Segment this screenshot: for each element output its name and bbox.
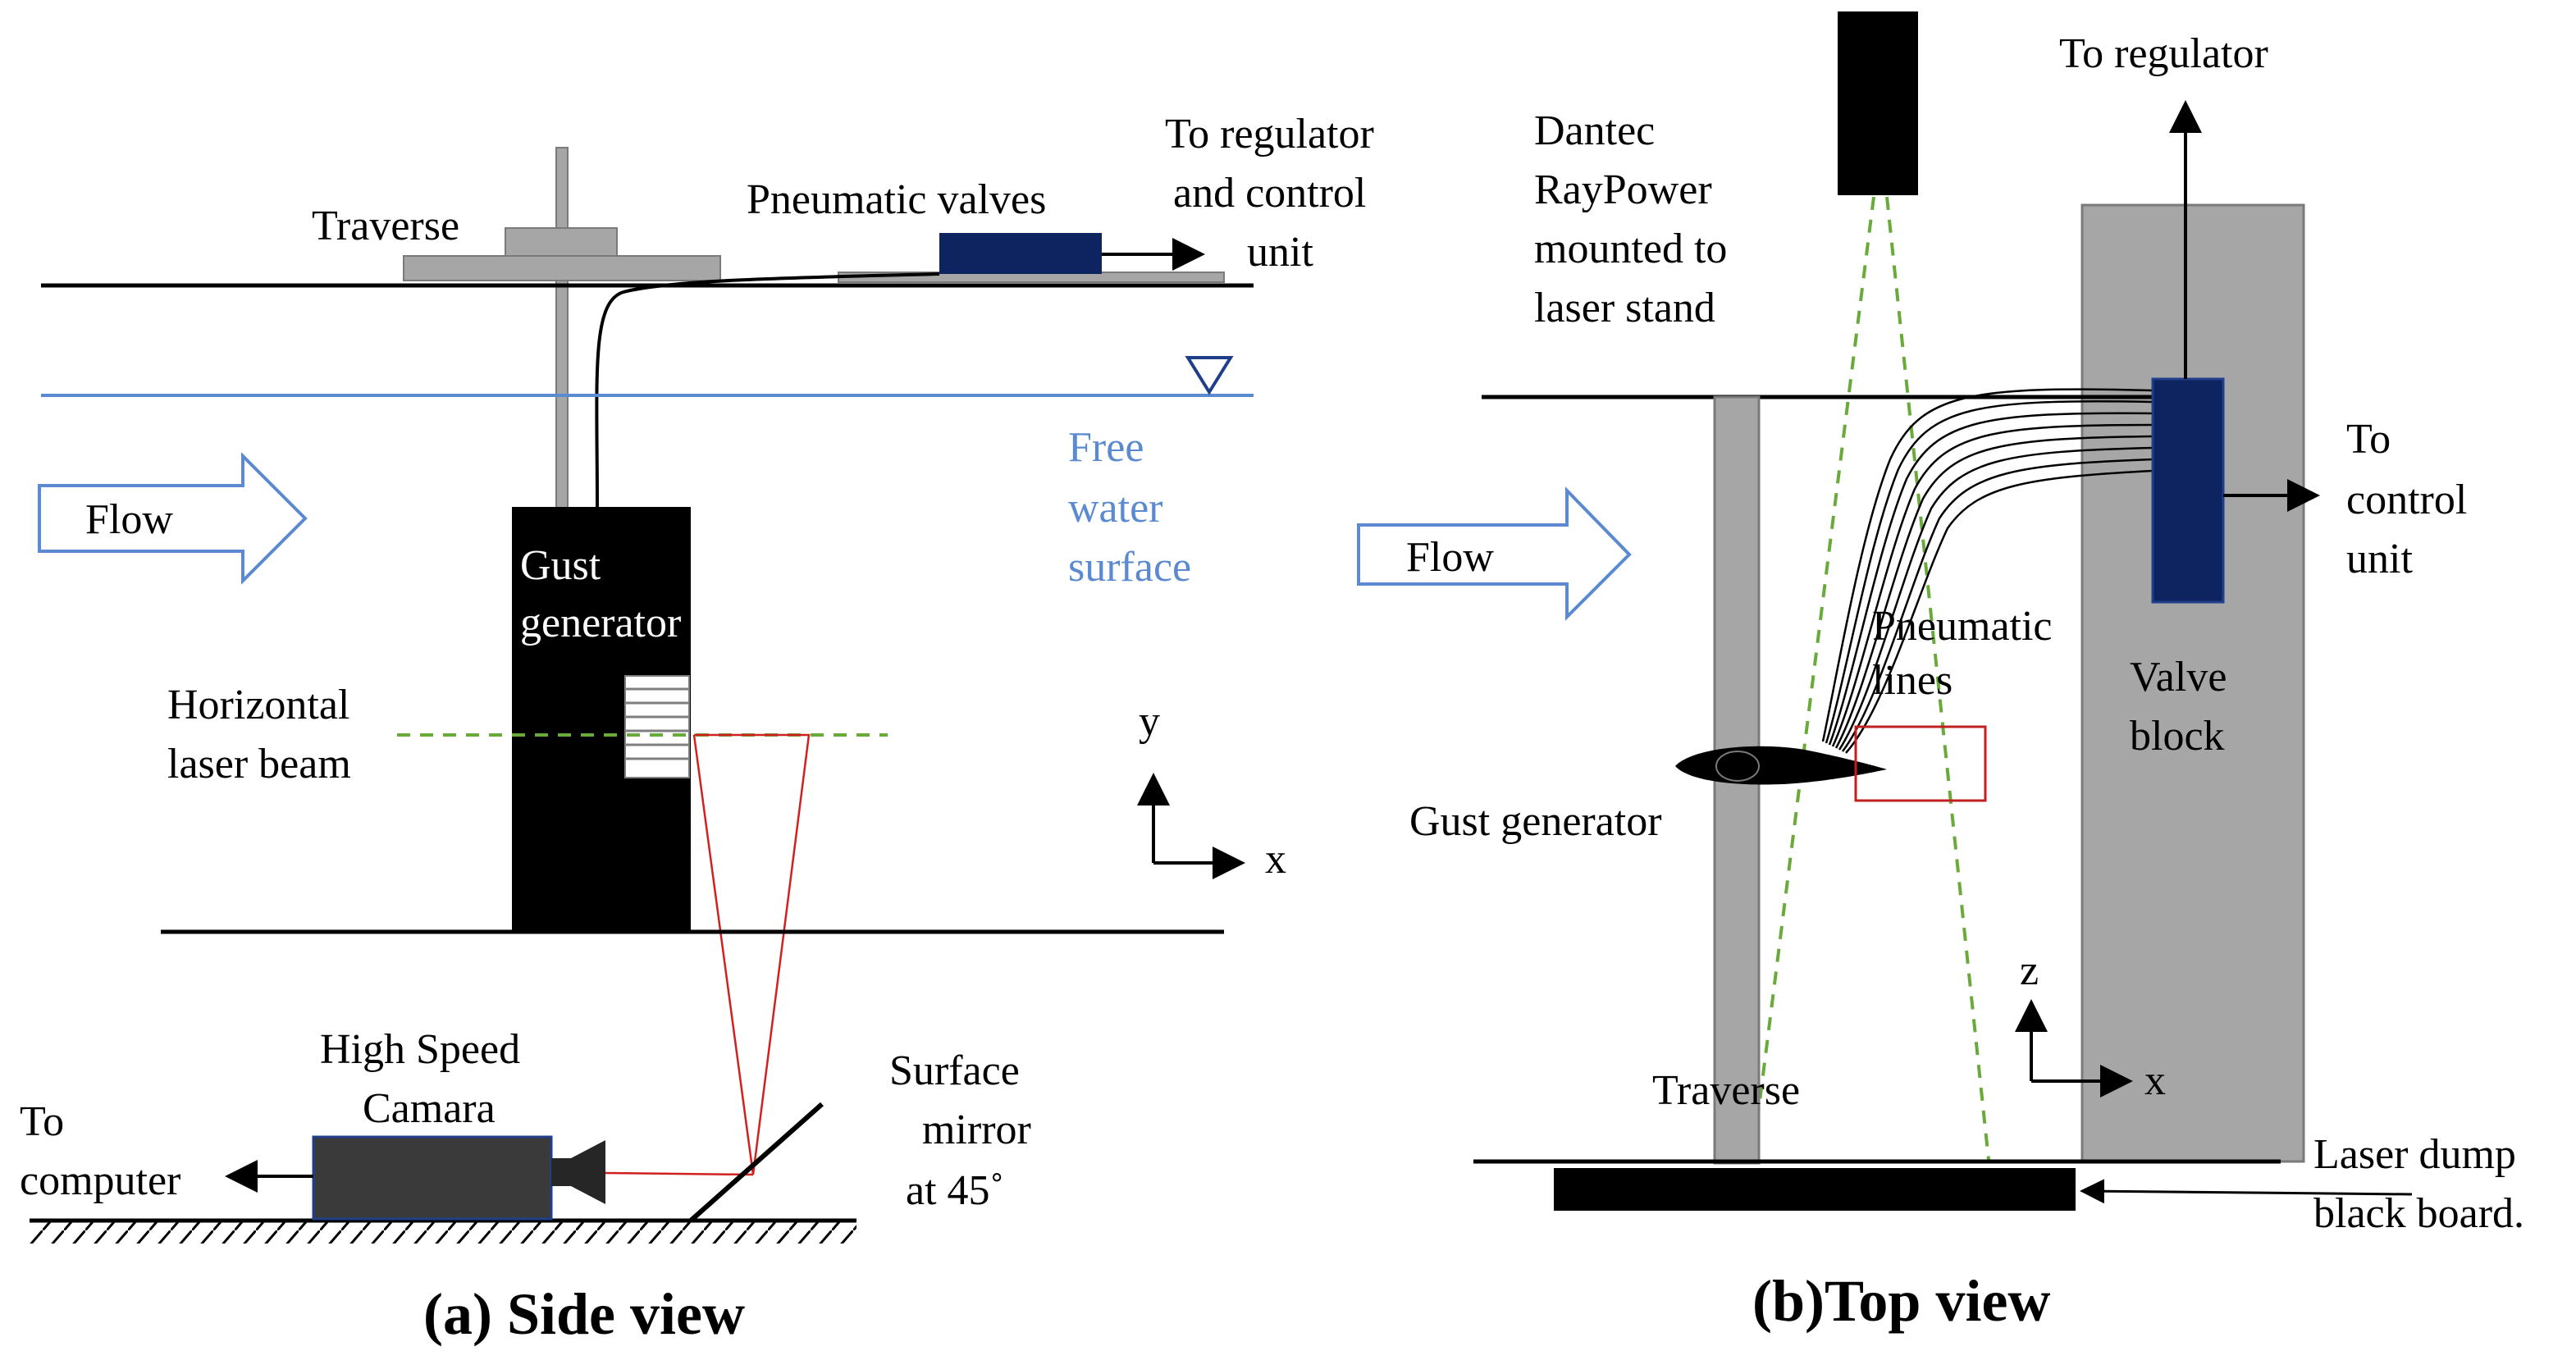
y-axis-label: y bbox=[1139, 698, 1160, 745]
camera-to-mirror-ray bbox=[603, 1171, 754, 1176]
side-view-panel: Traverse Pneumatic valves To regulator a… bbox=[20, 111, 1374, 1347]
top-view-caption: (b)Top view bbox=[1752, 1268, 2050, 1334]
dantec-laser-head bbox=[1838, 11, 1918, 195]
pneumatic-cable bbox=[595, 272, 940, 508]
measurement-window bbox=[1854, 725, 1987, 802]
floor-hatching bbox=[30, 1221, 856, 1244]
gust-generator-label-2: generator bbox=[520, 600, 681, 646]
to-computer-label-1: To bbox=[20, 1098, 64, 1145]
valve-block-support bbox=[2080, 203, 2305, 1163]
laser-dump-label-1: Laser dump bbox=[2313, 1131, 2516, 1178]
to-regulator-control-label-2: and control bbox=[1173, 170, 1366, 217]
free-water-surface-label-3: surface bbox=[1068, 544, 1191, 591]
pneumatic-valves-label: Pneumatic valves bbox=[747, 176, 1046, 223]
valve-block-label-2: block bbox=[2130, 713, 2225, 760]
surface-mirror-label-3: at 45˚ bbox=[906, 1167, 1004, 1214]
to-regulator-control-label-3: unit bbox=[1247, 229, 1313, 276]
x-axis-label-top: x bbox=[2144, 1057, 2166, 1104]
to-regulator-control-label-1: To regulator bbox=[1165, 111, 1374, 157]
horizontal-laser-beam-label-2: laser beam bbox=[167, 741, 351, 787]
flow-arrow-top bbox=[1357, 486, 1632, 621]
airfoil-pivot bbox=[1715, 751, 1760, 782]
z-axis-label: z bbox=[2020, 947, 2039, 994]
surface-mirror bbox=[689, 1102, 824, 1223]
to-control-unit-label-2: control bbox=[2346, 477, 2467, 523]
high-speed-camera-label-1: High Speed bbox=[320, 1026, 520, 1073]
top-view-panel: Dantec RayPower mounted to laser stand T… bbox=[1357, 11, 2524, 1334]
dantec-label-2: RayPower bbox=[1534, 167, 1712, 213]
to-control-unit-label-3: unit bbox=[2346, 536, 2413, 582]
dantec-label-3: mounted to bbox=[1534, 226, 1727, 272]
gust-generator-airfoil bbox=[1675, 746, 1887, 785]
laser-sheet-left-edge bbox=[1751, 196, 1875, 1161]
valve-block-label-1: Valve bbox=[2130, 654, 2227, 701]
laser-sheet-right-edge bbox=[1885, 196, 1990, 1161]
dantec-label-1: Dantec bbox=[1534, 107, 1655, 154]
camera-view-rays bbox=[692, 733, 811, 1175]
high-speed-camera-body bbox=[312, 1135, 553, 1221]
water-level-symbol bbox=[1185, 356, 1234, 395]
flow-arrow-side bbox=[38, 452, 308, 585]
flow-label-top: Flow bbox=[1406, 534, 1494, 581]
traverse-label-top: Traverse bbox=[1652, 1067, 1800, 1114]
flow-label-side: Flow bbox=[85, 496, 173, 543]
to-computer-label-2: computer bbox=[20, 1157, 180, 1204]
camera-lens bbox=[551, 1140, 605, 1204]
x-axis-label-side: x bbox=[1265, 836, 1286, 883]
gust-generator-label-top: Gust generator bbox=[1409, 798, 1662, 845]
valve-block bbox=[2151, 377, 2225, 604]
pneumatic-lines-label-1: Pneumatic bbox=[1872, 603, 2053, 650]
pneumatic-valves-box bbox=[939, 233, 1102, 274]
pneumatic-lines-label-2: lines bbox=[1872, 657, 1953, 704]
side-view-caption: (a) Side view bbox=[423, 1281, 745, 1347]
pneumatic-lines bbox=[1821, 388, 2154, 754]
to-regulator-label: To regulator bbox=[2059, 30, 2268, 77]
traverse-rod bbox=[555, 147, 569, 509]
free-water-surface-label-2: water bbox=[1068, 485, 1162, 532]
free-water-surface-label-1: Free bbox=[1068, 424, 1144, 471]
laser-dump-board bbox=[1554, 1168, 2076, 1211]
dantec-label-4: laser stand bbox=[1534, 285, 1715, 331]
surface-mirror-label-1: Surface bbox=[889, 1047, 1020, 1094]
high-speed-camera-label-2: Camara bbox=[363, 1085, 496, 1132]
traverse-label-side: Traverse bbox=[312, 203, 459, 249]
laser-dump-arrow bbox=[2080, 1179, 2413, 1204]
surface-mirror-label-2: mirror bbox=[922, 1107, 1031, 1153]
laser-dump-label-2: black board. bbox=[2313, 1190, 2524, 1237]
to-control-unit-label-1: To bbox=[2346, 416, 2391, 463]
gust-generator-vanes bbox=[624, 675, 690, 778]
traverse-base-plate bbox=[403, 255, 721, 281]
horizontal-laser-beam-label-1: Horizontal bbox=[167, 682, 349, 728]
gust-generator-label-1: Gust bbox=[520, 542, 601, 589]
traverse-top-plate bbox=[505, 227, 618, 257]
